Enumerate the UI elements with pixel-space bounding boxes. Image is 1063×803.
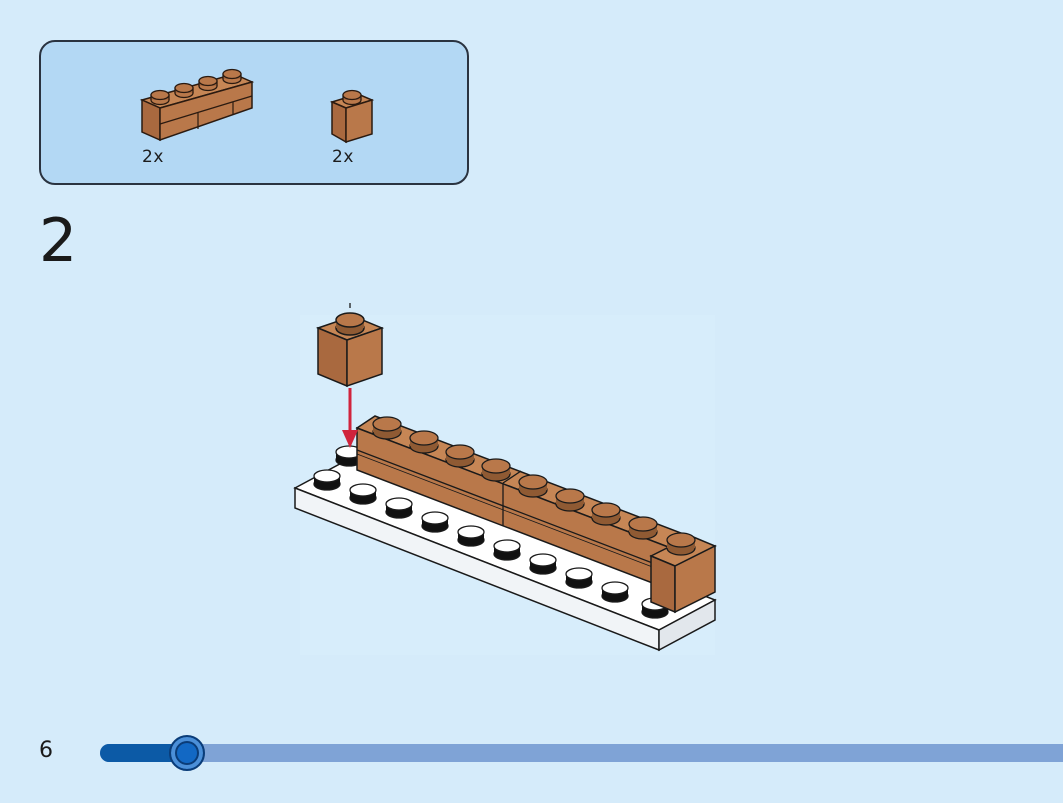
build-step-illustration [293,303,717,655]
step-number: 2 [39,206,78,276]
progress-fill [100,744,187,762]
parts-callout: 2x 2x [39,40,469,185]
brick-1x4-masonry-icon [139,68,255,142]
progress-indicator [168,735,205,771]
part-quantity: 2x [142,147,164,167]
page-number: 6 [39,738,53,763]
brick-1x1-icon [329,89,375,144]
placement-arrow [342,388,358,448]
part-quantity: 2x [332,147,354,167]
falling-brick-1x1 [315,303,385,388]
progress-track [100,744,1063,762]
